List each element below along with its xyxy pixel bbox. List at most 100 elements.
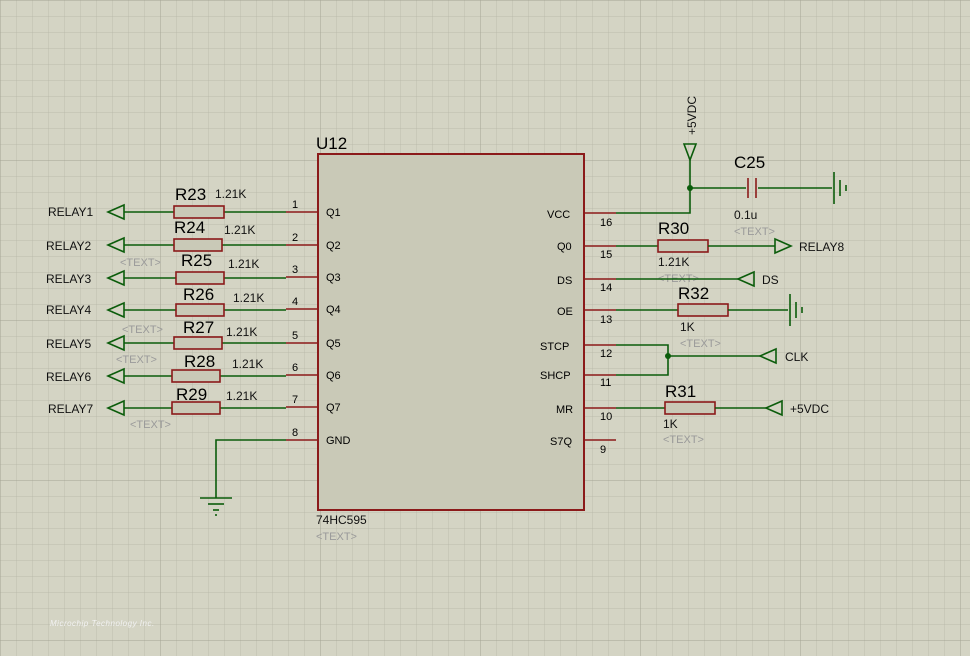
pin-name: VCC xyxy=(547,209,570,221)
pin-num: 5 xyxy=(292,330,298,342)
resistor-r31[interactable] xyxy=(664,401,716,415)
resistor-ref: R28 xyxy=(184,352,215,371)
resistor-value: 1K xyxy=(680,320,695,334)
relay-8-row[interactable]: R30 1.21K <TEXT> RELAY8 xyxy=(616,219,844,285)
pin-name: Q0 xyxy=(557,241,572,253)
relay-2-row[interactable]: RELAY2 R24 1.21K <TEXT> xyxy=(46,218,286,269)
pin-name: Q6 xyxy=(326,370,341,382)
net-label: CLK xyxy=(785,350,808,364)
relay-4-row[interactable]: RELAY4 R26 1.21K <TEXT> xyxy=(46,285,286,336)
resistor-ref: R29 xyxy=(176,385,207,404)
net-label: RELAY5 xyxy=(46,337,91,351)
watermark: Microchip Technology Inc. xyxy=(50,619,155,628)
relay-6-row[interactable]: RELAY6 R28 1.21K xyxy=(46,352,286,385)
relay-1-row[interactable]: RELAY1 R23 1.21K xyxy=(48,185,286,221)
relay-3-row[interactable]: RELAY3 R25 1.21K xyxy=(46,251,286,287)
net-label: RELAY8 xyxy=(799,240,844,254)
net-label: +5VDC xyxy=(790,402,829,416)
net-label: RELAY3 xyxy=(46,272,91,286)
ic-text: <TEXT> xyxy=(316,531,357,543)
capacitor-ref: C25 xyxy=(734,153,765,172)
resistor-text: <TEXT> xyxy=(120,257,161,269)
pin-name: Q2 xyxy=(326,240,341,252)
resistor-ref: R25 xyxy=(181,251,212,270)
pin-11[interactable]: 11 SHCP xyxy=(540,370,616,389)
pin-name: Q7 xyxy=(326,402,341,414)
resistor-value: 1.21K xyxy=(233,291,264,305)
pin-name: Q4 xyxy=(326,304,341,316)
resistor-value: 1K xyxy=(663,417,678,431)
pin-num: 8 xyxy=(292,427,298,439)
net-label: RELAY4 xyxy=(46,303,91,317)
resistor-r29[interactable] xyxy=(171,401,221,415)
resistor-value: 1.21K xyxy=(228,257,259,271)
vcc-net[interactable]: +5VDC C25 0.1u <TEXT> xyxy=(616,96,847,238)
pin-name: Q3 xyxy=(326,272,341,284)
oe-row[interactable]: R32 1K <TEXT> xyxy=(616,284,803,350)
mr-row[interactable]: R31 1K <TEXT> +5VDC xyxy=(616,382,829,446)
resistor-text: <TEXT> xyxy=(680,338,721,350)
resistor-r32[interactable] xyxy=(677,303,729,317)
pin-num: 9 xyxy=(600,444,606,456)
resistor-ref: R30 xyxy=(658,219,689,238)
pin-5[interactable]: 5Q5 xyxy=(286,330,341,350)
pin-num: 7 xyxy=(292,394,298,406)
pin-name: Q1 xyxy=(326,207,341,219)
resistor-r30[interactable] xyxy=(657,239,709,253)
gnd-net[interactable] xyxy=(200,439,286,516)
ic-74hc595[interactable]: U12 74HC595 <TEXT> xyxy=(316,134,585,543)
resistor-value: 1.21K xyxy=(226,325,257,339)
resistor-text: <TEXT> xyxy=(663,434,704,446)
pin-name: MR xyxy=(556,404,573,416)
pin-name: S7Q xyxy=(550,436,572,448)
resistor-value: 1.21K xyxy=(215,187,246,201)
pin-3[interactable]: 3Q3 xyxy=(286,264,341,284)
net-label: RELAY2 xyxy=(46,239,91,253)
pin-num: 12 xyxy=(600,348,612,360)
pin-num: 11 xyxy=(600,377,611,389)
resistor-ref: R26 xyxy=(183,285,214,304)
pin-name: SHCP xyxy=(540,370,571,382)
pin-num: 1 xyxy=(292,199,298,211)
relay-7-row[interactable]: RELAY7 R29 1.21K <TEXT> xyxy=(48,385,286,431)
pin-num: 6 xyxy=(292,362,298,374)
pin-1[interactable]: 1Q1 xyxy=(286,199,341,219)
clk-net[interactable]: CLK xyxy=(616,344,808,376)
resistor-r23[interactable] xyxy=(173,205,225,219)
resistor-r25[interactable] xyxy=(175,271,225,285)
resistor-r27[interactable] xyxy=(173,336,223,350)
resistor-value: 1.21K xyxy=(224,223,255,237)
pin-6[interactable]: 6Q6 xyxy=(286,362,341,382)
resistor-value: 1.21K xyxy=(658,255,689,269)
net-label: RELAY1 xyxy=(48,205,93,219)
pin-7[interactable]: 7Q7 xyxy=(286,394,341,414)
pin-4[interactable]: 4Q4 xyxy=(286,296,341,316)
resistor-text: <TEXT> xyxy=(130,419,171,431)
ds-row[interactable]: DS xyxy=(616,270,779,288)
resistor-r28[interactable] xyxy=(171,369,221,383)
capacitor-text: <TEXT> xyxy=(734,226,775,238)
net-label: RELAY6 xyxy=(46,370,91,384)
power-terminal xyxy=(682,143,698,163)
pin-2[interactable]: 2Q2 xyxy=(286,232,341,252)
pin-name: STCP xyxy=(540,341,569,353)
pin-12[interactable]: 12 STCP xyxy=(540,341,616,360)
pin-9[interactable]: 9 S7Q xyxy=(550,436,616,456)
resistor-text: <TEXT> xyxy=(122,324,163,336)
pin-name: Q5 xyxy=(326,338,341,350)
pin-num: 13 xyxy=(600,314,612,326)
resistor-r24[interactable] xyxy=(173,238,223,252)
resistor-ref: R31 xyxy=(665,382,696,401)
resistor-r26[interactable] xyxy=(175,303,225,317)
resistor-value: 1.21K xyxy=(232,357,263,371)
relay-5-row[interactable]: RELAY5 R27 1.21K <TEXT> xyxy=(46,318,286,366)
capacitor-value: 0.1u xyxy=(734,208,757,222)
